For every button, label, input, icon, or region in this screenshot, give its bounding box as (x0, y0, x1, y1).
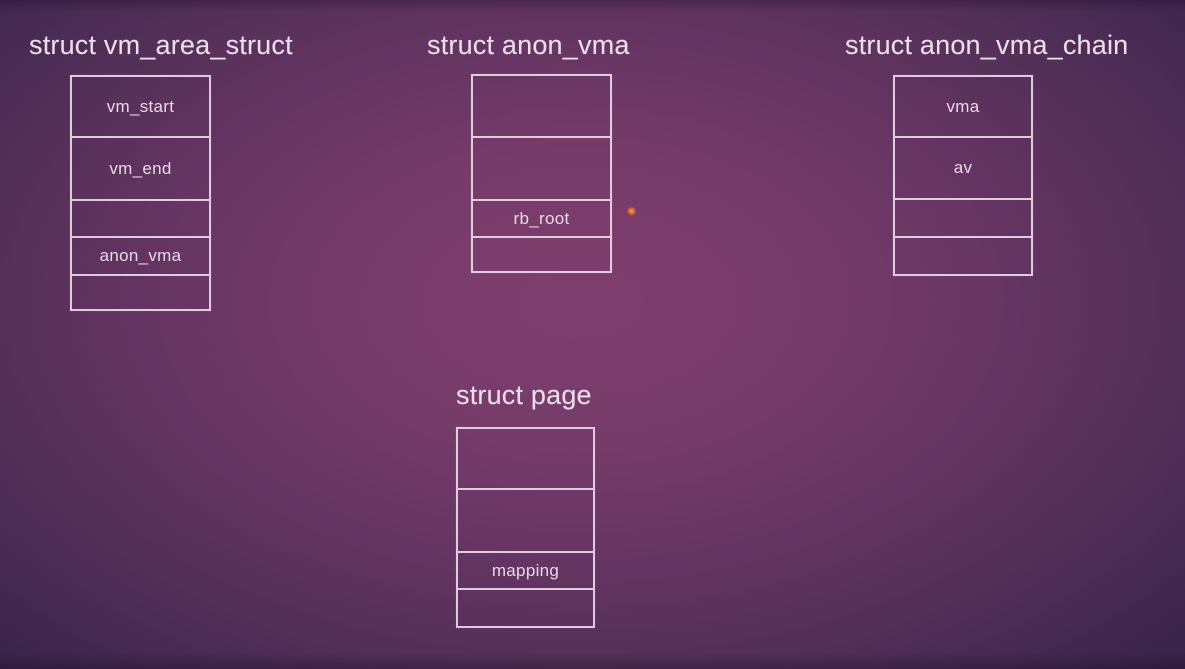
field-label: vma (946, 96, 980, 116)
field-label: av (953, 158, 973, 177)
struct-row-anon-vma: anon_vma (72, 236, 209, 274)
struct-page-title: struct page (456, 380, 592, 410)
struct-row-empty (458, 429, 593, 488)
struct-row-empty (72, 199, 209, 236)
struct-row-empty (473, 76, 610, 136)
struct-vm-area-struct-title: struct vm_area_struct (29, 30, 293, 60)
field-label: mapping (491, 560, 560, 580)
struct-row-empty (458, 488, 593, 551)
struct-page-table: mapping (456, 427, 595, 628)
struct-anon-vma-table: rb_root (471, 74, 612, 273)
struct-row-empty (473, 236, 610, 271)
struct-row-vm-end: vm_end (72, 136, 209, 199)
struct-vm-area-struct-table: vm_start vm_end anon_vma (70, 75, 211, 311)
struct-row-empty (72, 274, 209, 309)
field-label: anon_vma (99, 246, 182, 265)
struct-row-mapping: mapping (458, 551, 593, 588)
struct-row-rb-root: rb_root (473, 199, 610, 236)
struct-row-empty (473, 136, 610, 199)
field-label: vm_start (106, 96, 175, 116)
field-label: vm_end (109, 158, 172, 178)
struct-anon-vma-title: struct anon_vma (427, 30, 630, 60)
laser-pointer-dot (627, 207, 636, 216)
struct-row-empty (895, 198, 1031, 236)
struct-row-av: av (895, 136, 1031, 198)
struct-anon-vma-chain-table: vma av (893, 75, 1033, 276)
struct-row-empty (458, 588, 593, 626)
struct-row-empty (895, 236, 1031, 274)
struct-row-vm-start: vm_start (72, 77, 209, 136)
struct-anon-vma-chain-title: struct anon_vma_chain (845, 30, 1129, 60)
field-label: rb_root (513, 208, 570, 228)
struct-row-vma: vma (895, 77, 1031, 136)
